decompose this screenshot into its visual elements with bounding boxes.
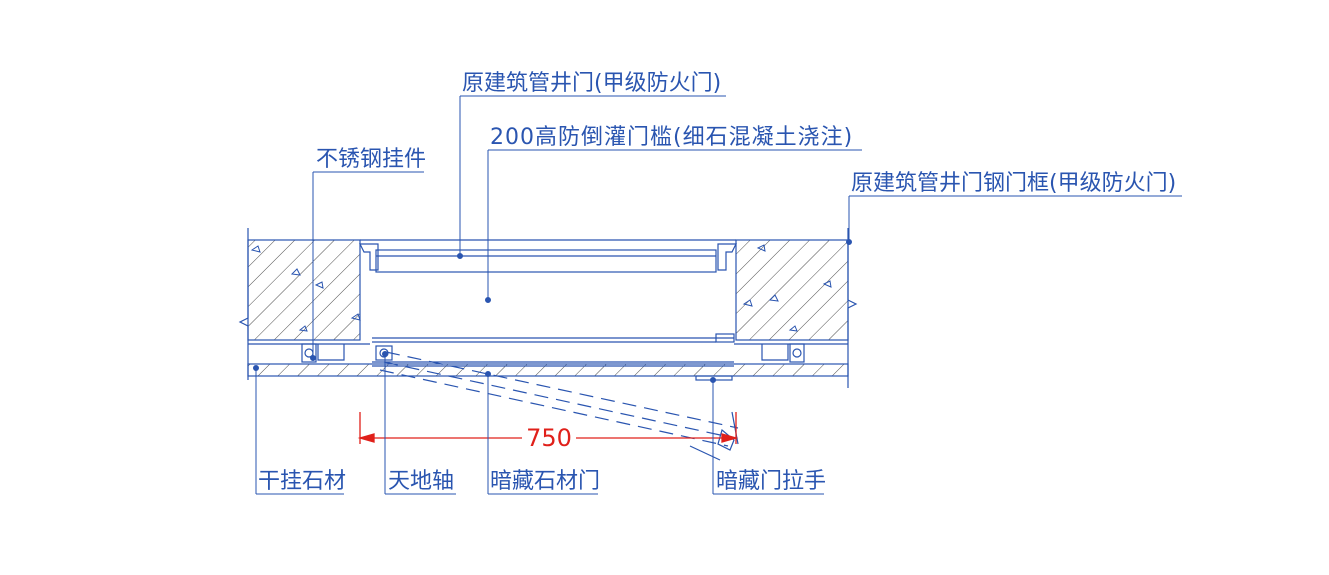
label-shaft-door: 原建筑管井门(甲级防火门) [462, 71, 721, 96]
label-stone-door: 暗藏石材门 [490, 469, 600, 494]
right-wall [735, 228, 858, 388]
label-handle: 暗藏门拉手 [716, 469, 826, 494]
dimension [357, 412, 739, 444]
hanger-right [761, 343, 805, 363]
left-wall [238, 228, 361, 380]
label-door-frame: 原建筑管井门钢门框(甲级防火门) [851, 171, 1176, 196]
door-swing [379, 351, 739, 447]
sill [372, 333, 735, 343]
leader-lines [253, 95, 1182, 495]
dimension-value: 750 [526, 424, 572, 452]
fire-door [359, 239, 737, 273]
handle-mark [731, 411, 739, 445]
label-dry-stone: 干挂石材 [258, 469, 346, 494]
label-pivot: 天地轴 [388, 469, 454, 494]
door-swing-end [689, 428, 735, 461]
label-sill: 200高防倒灌门槛(细石混凝土浇注) [490, 125, 853, 150]
label-hanger: 不锈钢挂件 [316, 147, 426, 172]
hanger-left [301, 343, 345, 363]
stone-cladding [247, 343, 849, 377]
